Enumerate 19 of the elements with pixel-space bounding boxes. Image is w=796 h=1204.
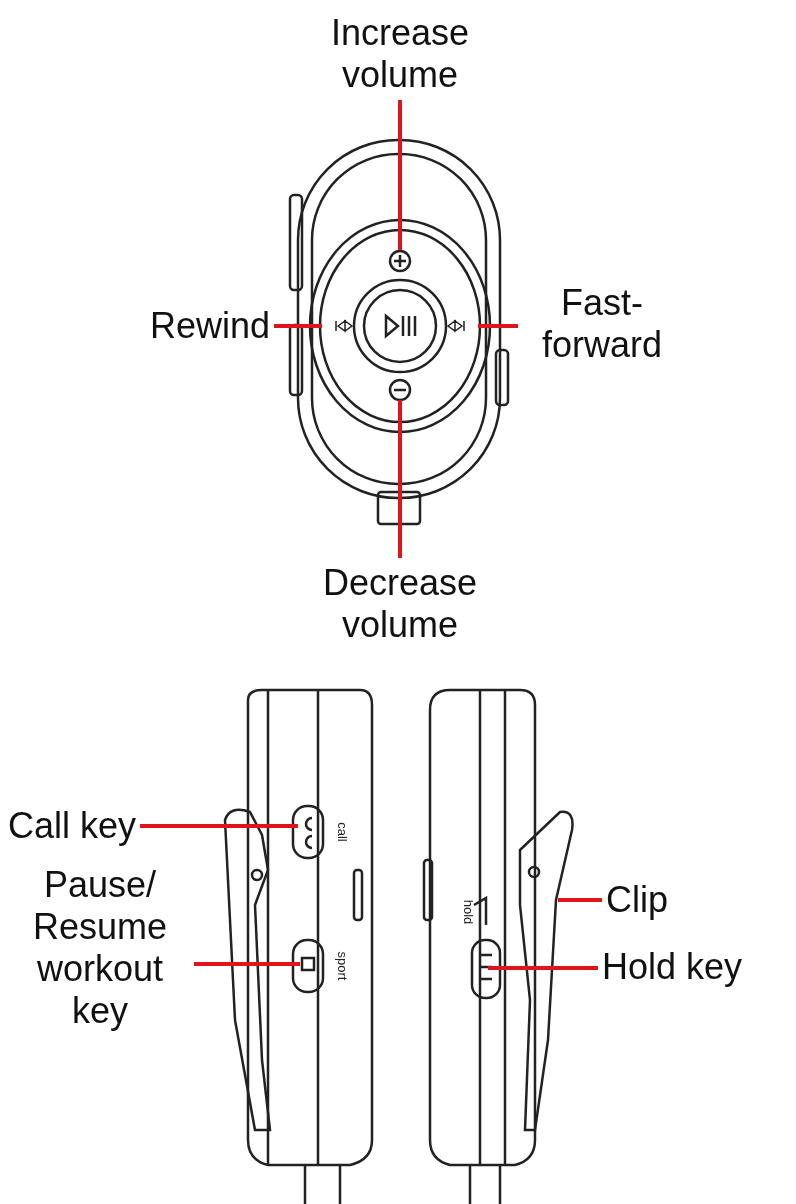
device-marking: hold <box>461 899 476 925</box>
callout-label: Pause/ Resume workout key <box>10 864 190 1032</box>
callout-label: Clip <box>606 879 668 921</box>
callout-label: Call key <box>8 805 137 847</box>
leader-line <box>398 100 402 250</box>
callout-label: Rewind <box>110 305 270 347</box>
callout-label: Hold key <box>602 946 743 988</box>
leader-line <box>558 898 602 902</box>
leader-line <box>488 966 598 970</box>
leader-line <box>478 324 518 328</box>
leader-line <box>398 400 402 558</box>
device-marking: sport <box>335 951 350 981</box>
leader-line <box>140 824 298 828</box>
leader-line <box>194 962 300 966</box>
callout-label: Increase volume <box>300 12 500 96</box>
device-marking: call <box>335 822 350 842</box>
leader-line <box>274 324 322 328</box>
callout-label: Fast-forward <box>522 282 682 366</box>
callout-label: Decrease volume <box>280 562 520 646</box>
